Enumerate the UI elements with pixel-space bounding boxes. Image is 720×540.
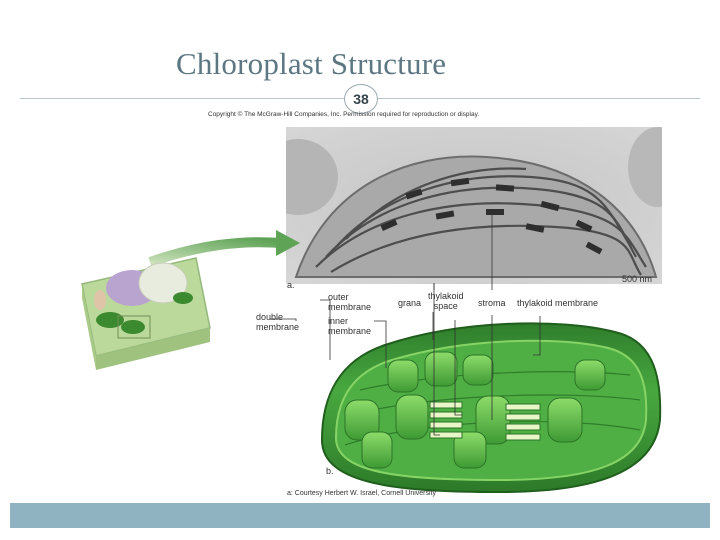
- footer-bar: [10, 503, 710, 528]
- label-inner-membrane: inner membrane: [328, 316, 372, 336]
- label-thylakoid-membrane: thylakoid membrane: [517, 298, 599, 308]
- micrograph-image: [286, 127, 662, 284]
- label-outer-membrane: outer membrane: [328, 292, 372, 312]
- label-double-membrane: double membrane: [256, 312, 300, 332]
- label-grana: grana: [398, 298, 422, 308]
- label-thylakoid-space: thylakoid space: [428, 291, 464, 311]
- header-rule-right: [376, 98, 700, 99]
- electron-micrograph: [286, 127, 662, 284]
- plant-cell-illustration: [81, 257, 211, 370]
- panel-a-label: a.: [287, 280, 295, 290]
- header-rule-left: [20, 98, 344, 99]
- copyright-notice: Copyright © The McGraw-Hill Companies, I…: [208, 111, 480, 118]
- slide-number: 38: [344, 84, 378, 114]
- label-leader-lines: [270, 213, 541, 436]
- scale-bar-label: 500 nm: [622, 274, 653, 284]
- chloroplast-illustration: [320, 322, 662, 494]
- figure-credit: a: Courtesy Herbert W. Israel, Cornell U…: [287, 490, 436, 497]
- panel-b-label: b.: [326, 466, 334, 476]
- magnification-arrow: [148, 230, 300, 267]
- label-stroma: stroma: [478, 298, 506, 308]
- slide-title: Chloroplast Structure: [176, 46, 447, 81]
